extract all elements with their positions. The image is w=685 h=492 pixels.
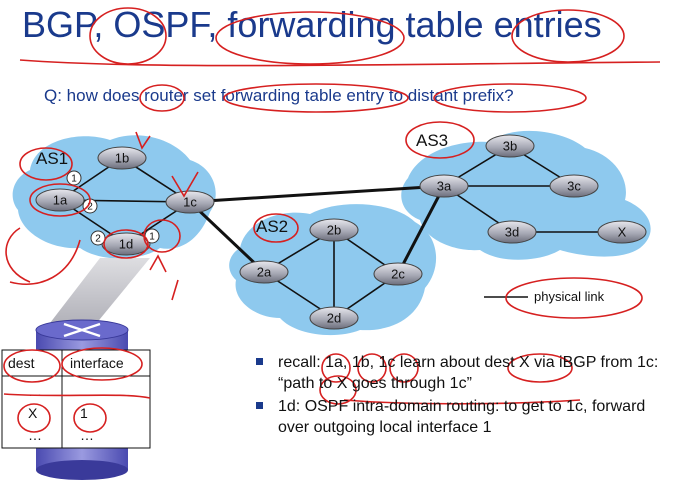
zoom-beam <box>40 258 150 336</box>
svg-text:1d: 1d <box>119 236 133 251</box>
red-pen-annotations <box>3 7 661 433</box>
slide-title: BGP, OSPF, forwarding table entries <box>22 4 602 45</box>
bullet-square-icon <box>256 402 263 409</box>
inter-as-links <box>188 184 446 275</box>
router-1b[interactable]: 1b <box>97 146 147 170</box>
svg-text:2d: 2d <box>327 310 341 325</box>
svg-text:2a: 2a <box>257 264 272 279</box>
bullet-ospf: 1d: OSPF intra-domain routing: to get to… <box>254 396 674 438</box>
svg-text:3b: 3b <box>503 138 517 153</box>
as3-label: AS3 <box>416 131 448 150</box>
svg-text:1a: 1a <box>53 192 68 207</box>
as3-cloud <box>401 130 651 260</box>
svg-text:3a: 3a <box>437 178 452 193</box>
router-3c[interactable]: 3c <box>549 174 599 198</box>
as2-cloud <box>229 204 437 336</box>
svg-text:2: 2 <box>95 234 101 245</box>
bullet-square-icon <box>256 358 263 365</box>
router-2d[interactable]: 2d <box>309 306 359 330</box>
svg-text:3c: 3c <box>567 178 581 193</box>
svg-text:2c: 2c <box>391 266 405 281</box>
table-cell: X <box>28 405 38 421</box>
table-cell: 1 <box>80 405 88 421</box>
table-header-dest: dest <box>8 355 35 371</box>
table-header-interface: interface <box>70 355 124 371</box>
bullet-recall: recall: 1a, 1b, 1c learn about dest X vi… <box>254 352 674 394</box>
router-1d[interactable]: 1d <box>101 232 151 256</box>
table-cell: … <box>80 383 94 399</box>
interface-label: 2 <box>90 230 106 246</box>
router-3d[interactable]: 3d <box>487 220 537 244</box>
svg-text:1b: 1b <box>115 150 129 165</box>
as1-cloud <box>12 135 216 259</box>
svg-text:3d: 3d <box>505 224 519 239</box>
as1-label: AS1 <box>36 149 68 168</box>
router-2a[interactable]: 2a <box>239 260 289 284</box>
router-3b[interactable]: 3b <box>485 134 535 158</box>
legend-label: physical link <box>534 289 605 304</box>
svg-text:2: 2 <box>87 202 93 213</box>
interface-label: 1 <box>66 170 82 186</box>
svg-text:1c: 1c <box>183 194 197 209</box>
svg-text:X: X <box>618 224 627 239</box>
table-cell: … <box>28 427 42 443</box>
svg-text:1: 1 <box>71 174 77 185</box>
router-2b[interactable]: 2b <box>309 218 359 242</box>
svg-text:2b: 2b <box>327 222 341 237</box>
table-cell: … <box>28 383 42 399</box>
svg-text:1: 1 <box>149 232 155 243</box>
router-x[interactable]: X <box>597 220 647 244</box>
bullet-list: recall: 1a, 1b, 1c learn about dest X vi… <box>254 352 674 440</box>
router-1c[interactable]: 1c <box>165 190 215 214</box>
forwarding-table: dest interface … … X 1 … … <box>1 349 151 449</box>
router-3a[interactable]: 3a <box>419 174 469 198</box>
router-2c[interactable]: 2c <box>373 262 423 286</box>
as2-label: AS2 <box>256 217 288 236</box>
router-1a[interactable]: 1a <box>35 188 85 212</box>
